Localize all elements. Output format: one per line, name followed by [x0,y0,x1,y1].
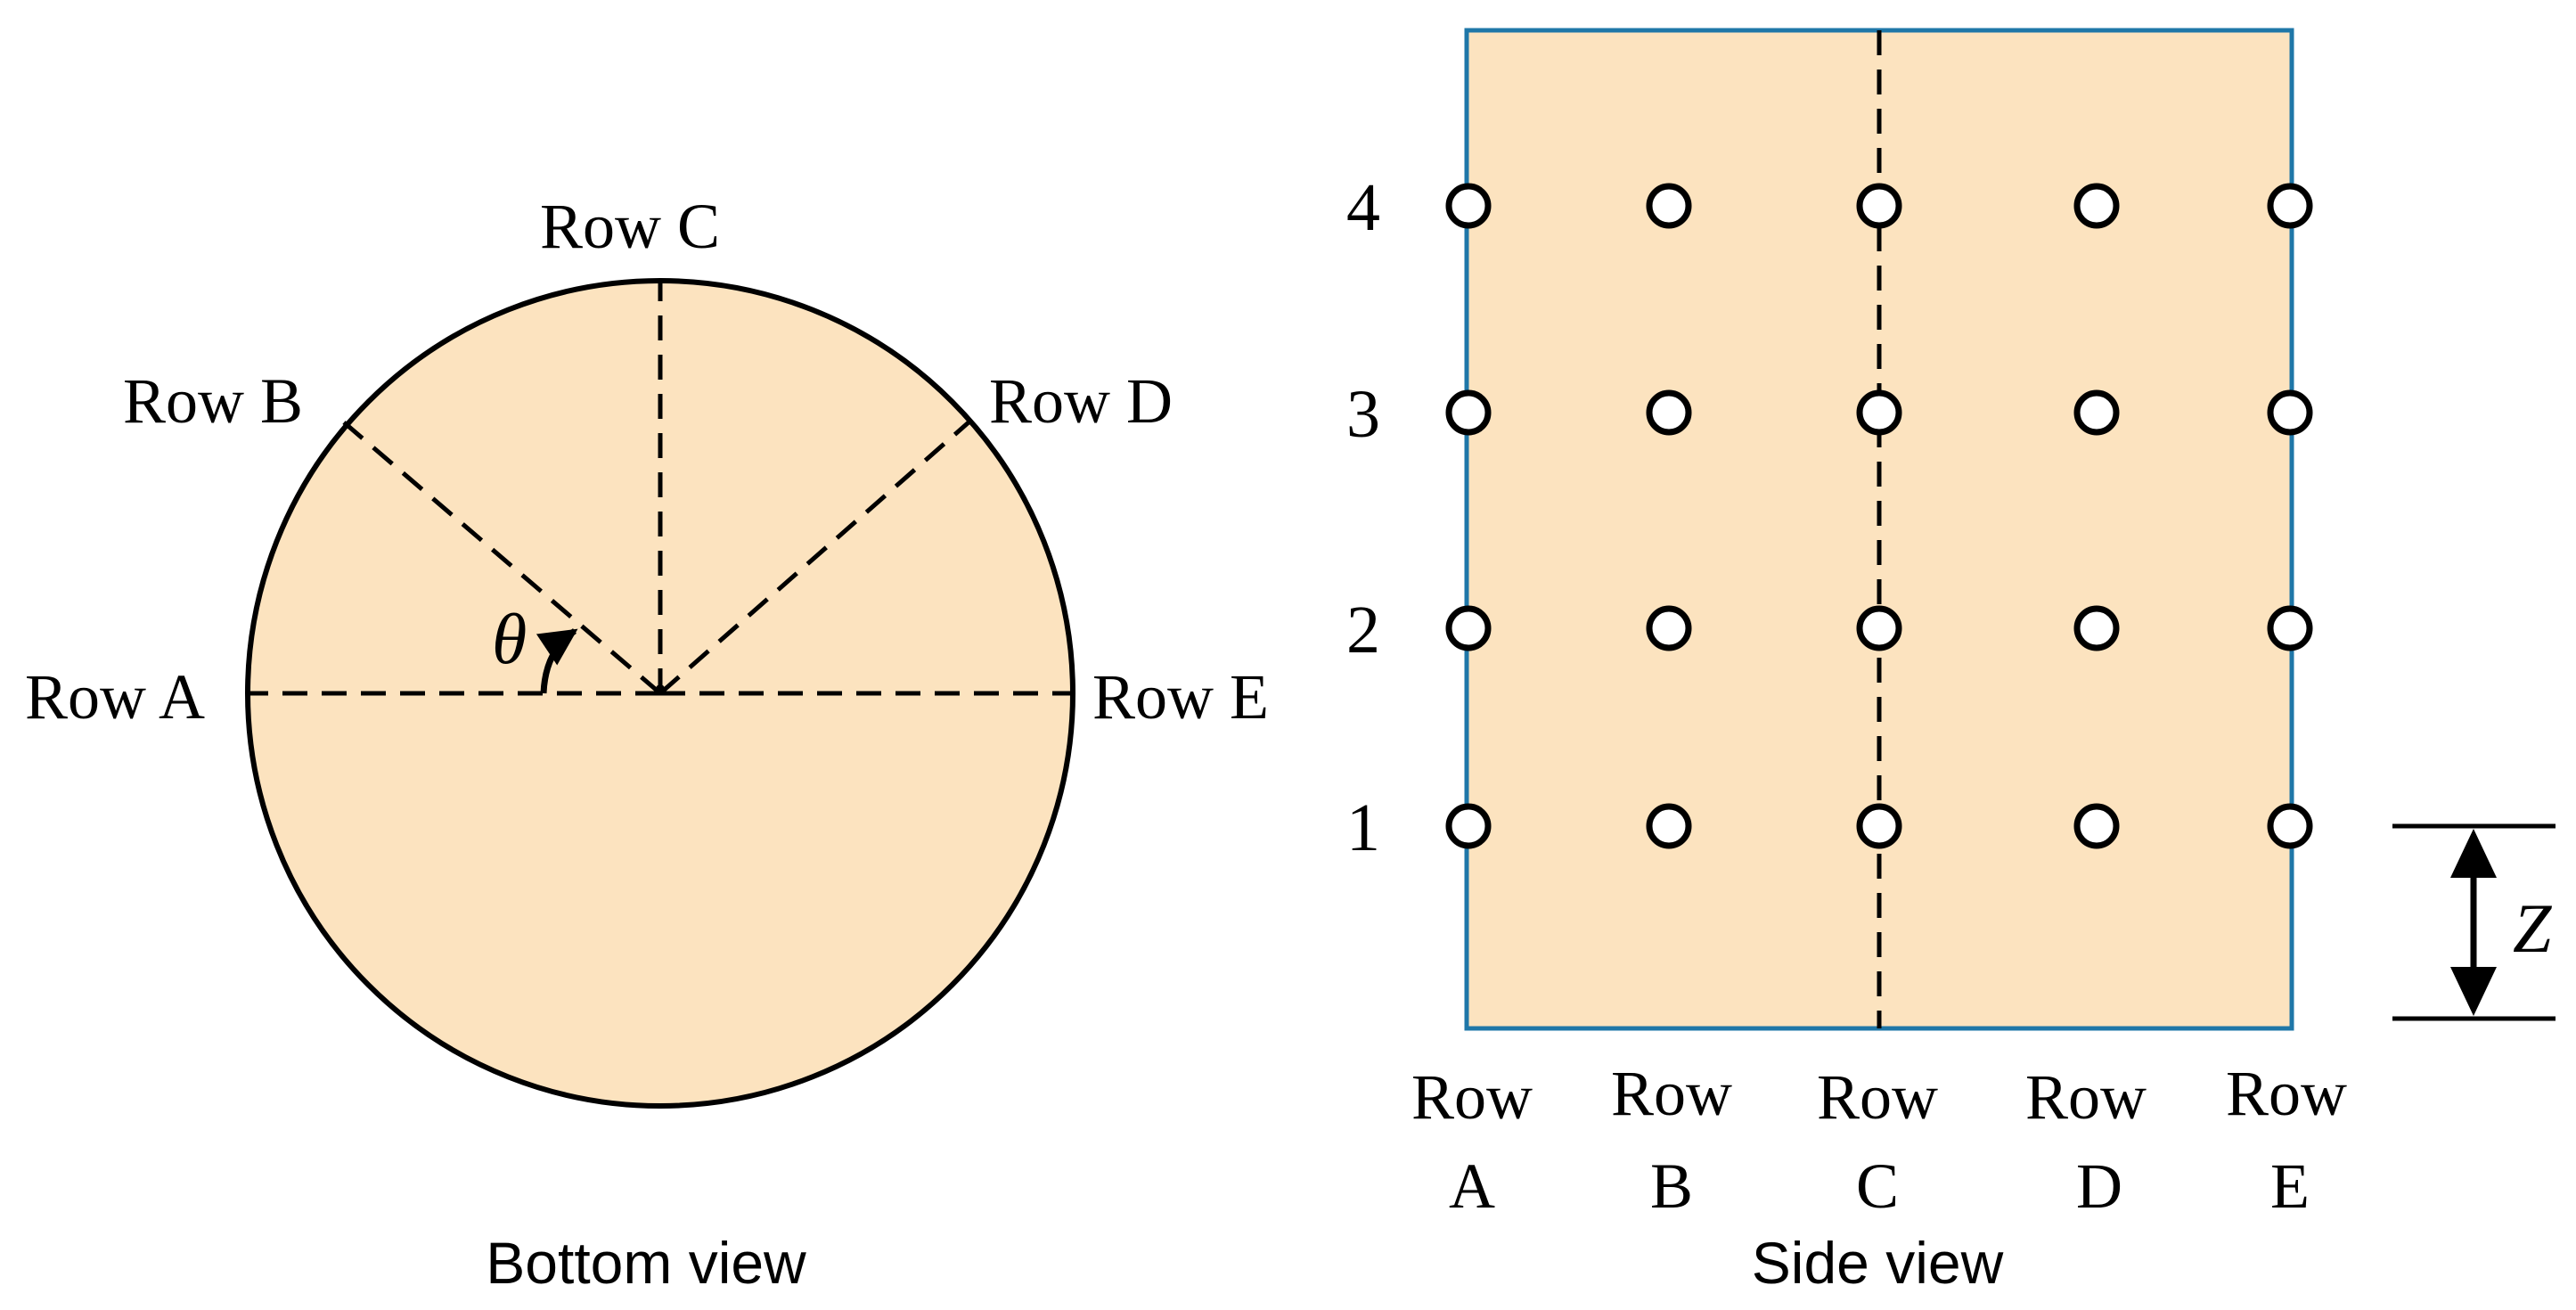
bottom-label-row-a: Row A [25,661,205,733]
sensor-e1 [2267,803,2313,849]
sensor-a2 [1445,605,1492,651]
sensor-c3 [1856,389,1902,436]
sensor-b3 [1646,389,1692,436]
sensor-d2 [2073,605,2120,651]
sensor-b1 [1646,803,1692,849]
side-view-caption: Side view [1752,1230,2004,1296]
sensor-e2 [2267,605,2313,651]
sensor-a4 [1445,183,1492,229]
bottom-label-row-b: Row B [123,365,303,437]
sensor-e3 [2267,389,2313,436]
column-b-word: Row [1611,1058,1732,1129]
radial-line-row-d [658,421,970,695]
z-dimension: Z [2392,823,2556,1021]
z-arrow-up-icon [2450,829,2497,878]
column-d-word: Row [2025,1061,2147,1133]
level-label-1: 1 [1346,790,1380,865]
bottom-view: θ Row A Row B Row C Row D Row E Bottom v… [25,191,1269,1296]
sensor-d4 [2073,183,2120,229]
column-e-word: Row [2226,1058,2347,1129]
column-d-letter: D [2076,1150,2122,1222]
sensor-d1 [2073,803,2120,849]
sensor-a3 [1445,389,1492,436]
angle-symbol: θ [492,601,527,679]
sensor-grid [1445,183,2313,849]
bottom-view-caption: Bottom view [486,1230,806,1296]
angle-arc-arrow [536,628,578,694]
sensor-c1 [1856,803,1902,849]
column-a-word: Row [1411,1061,1533,1133]
z-arrow-down-icon [2450,967,2497,1016]
sensor-b4 [1646,183,1692,229]
sensor-d3 [2073,389,2120,436]
column-a-letter: A [1449,1150,1495,1222]
column-c-letter: C [1856,1150,1899,1222]
bottom-label-row-c: Row C [540,191,720,262]
bottom-label-row-d: Row D [989,365,1173,437]
center-point [656,684,665,693]
column-labels: Row A Row B Row C Row D Row E [1411,1058,2347,1222]
side-view: 4 3 2 1 Row A Row B Row C Row D Row E Z … [1346,28,2556,1296]
sensor-a1 [1445,803,1492,849]
column-c-word: Row [1817,1061,1938,1133]
z-symbol: Z [2513,889,2553,967]
column-b-letter: B [1650,1150,1693,1222]
sensor-c2 [1856,605,1902,651]
sensor-e4 [2267,183,2313,229]
sensor-b2 [1646,605,1692,651]
sensor-c4 [1856,183,1902,229]
level-label-3: 3 [1346,377,1380,452]
level-label-4: 4 [1346,170,1380,245]
level-label-2: 2 [1346,593,1380,667]
radial-line-row-b [342,421,662,695]
column-e-letter: E [2270,1150,2310,1222]
bottom-label-row-e: Row E [1092,661,1269,733]
